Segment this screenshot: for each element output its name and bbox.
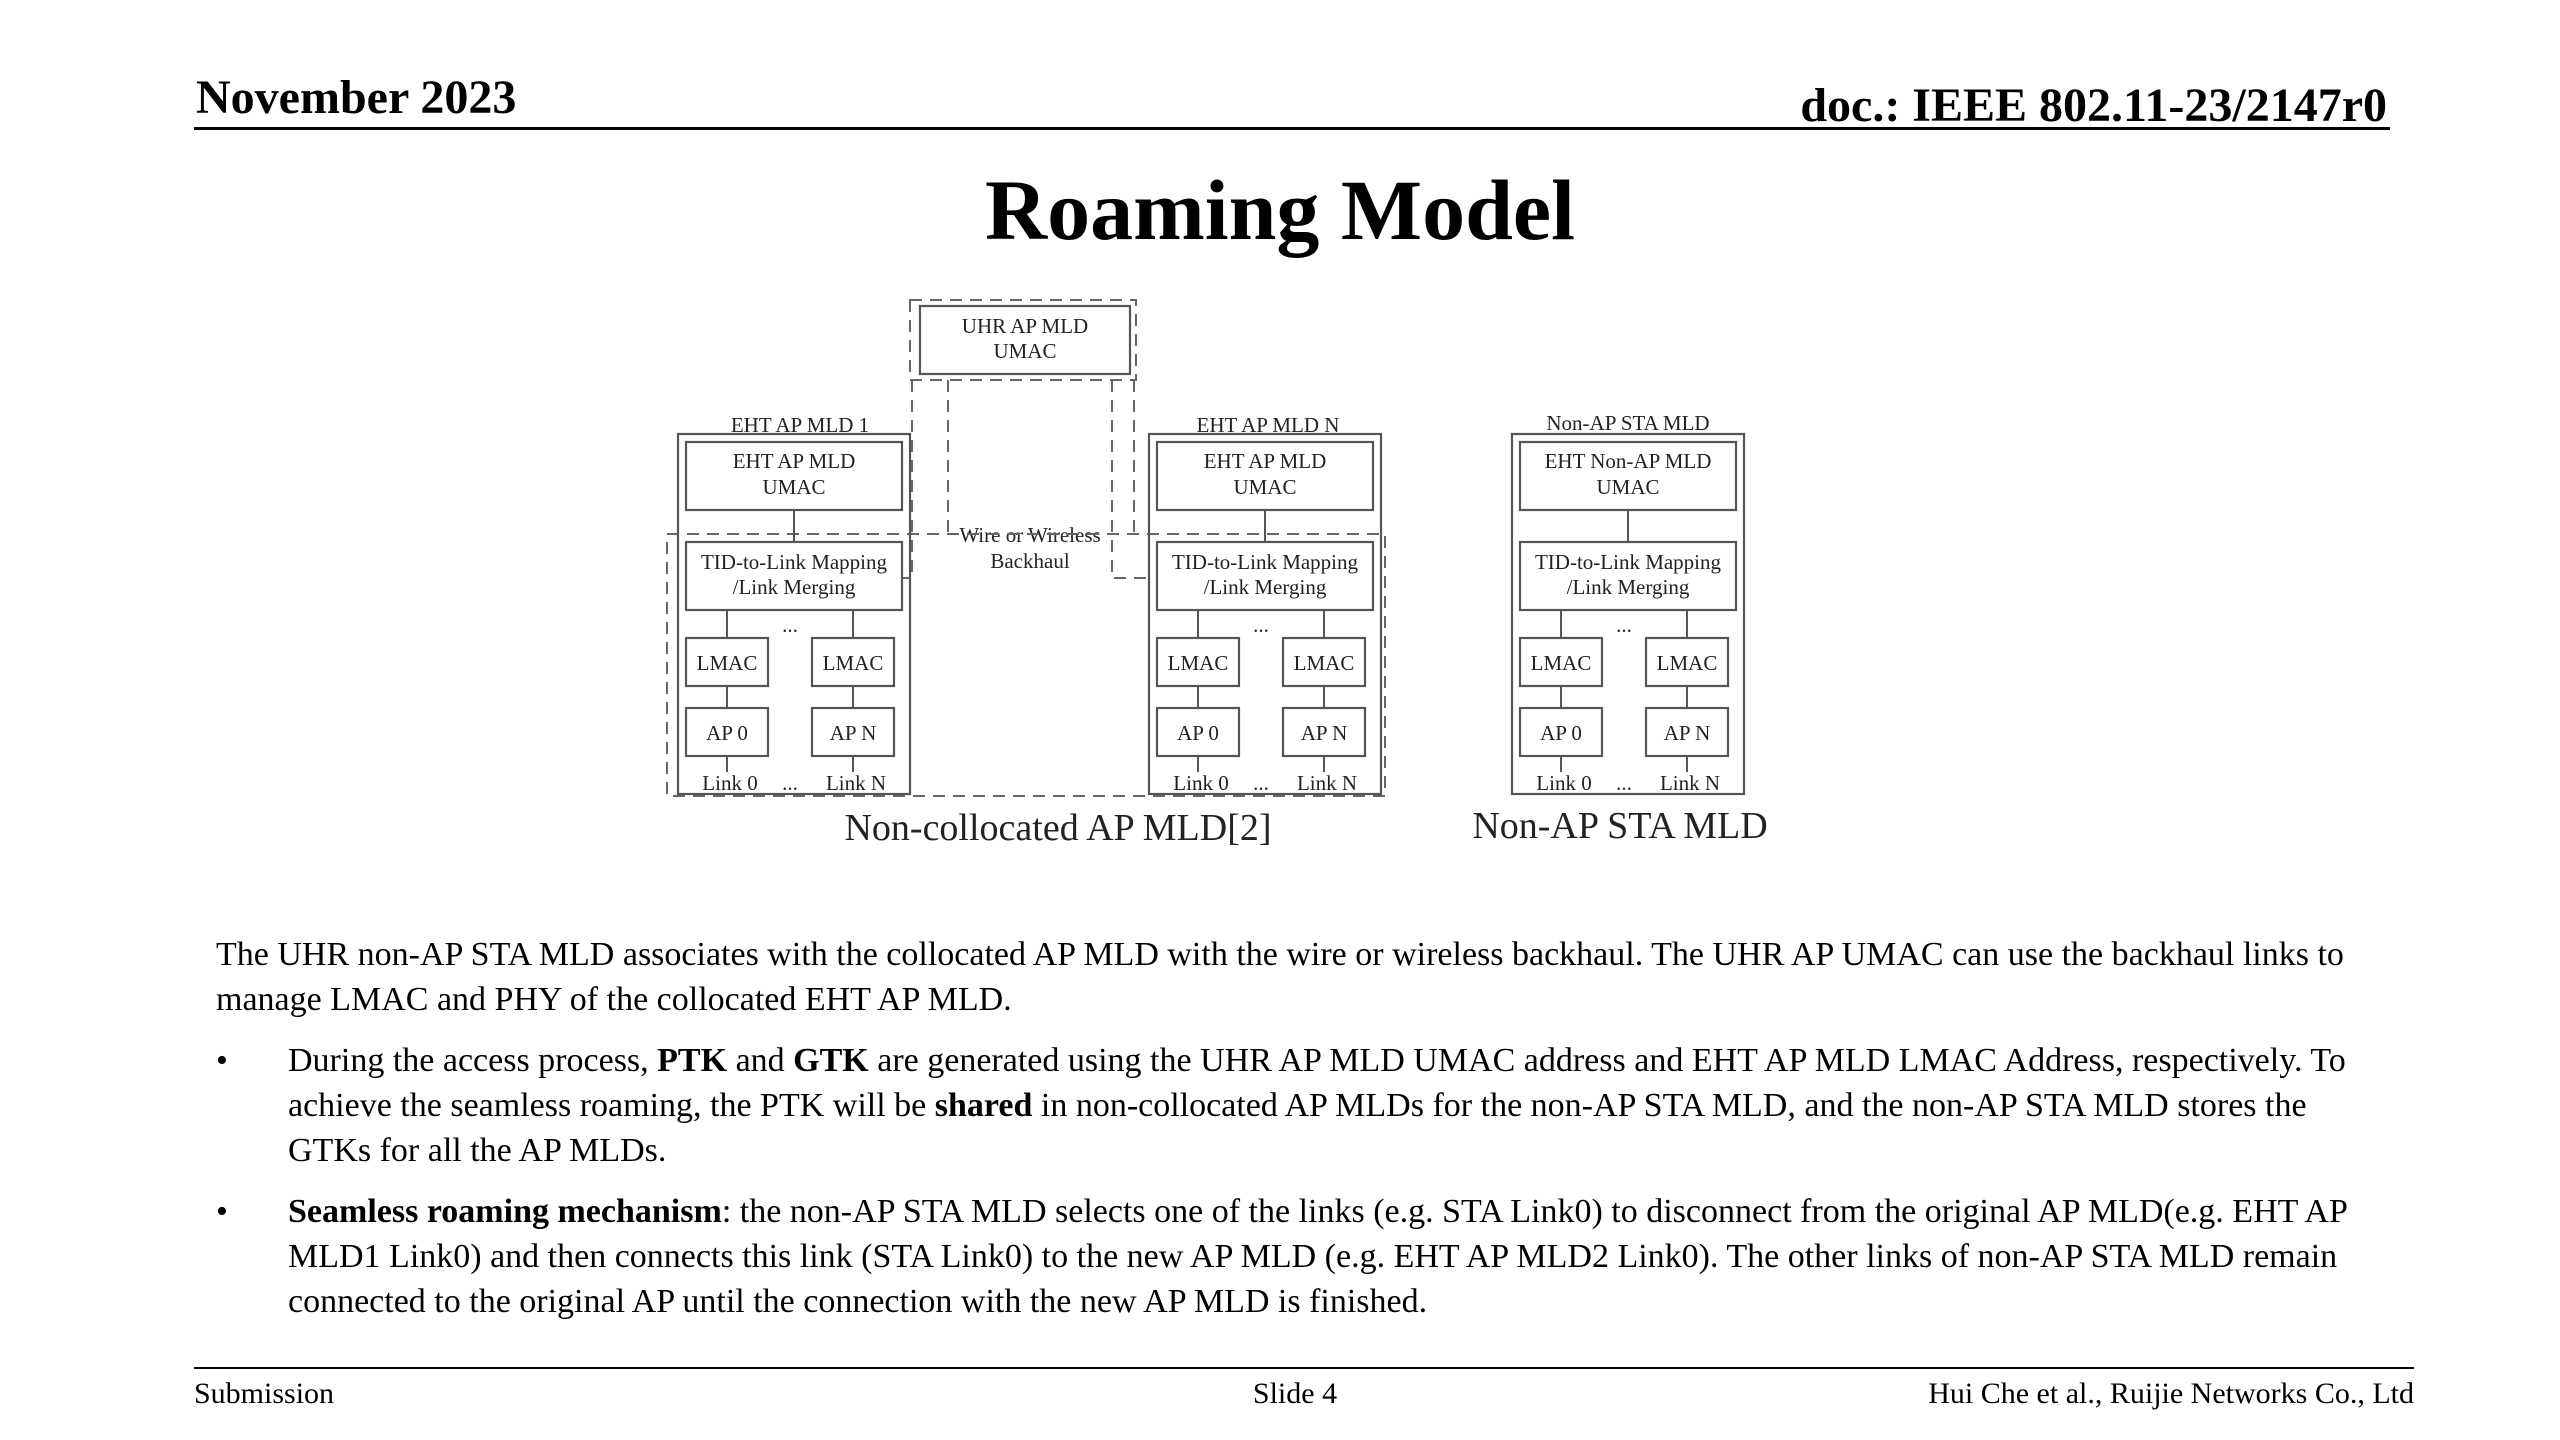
mld1-umac-line2: UMAC bbox=[762, 475, 825, 499]
body-text: The UHR non-AP STA MLD associates with t… bbox=[216, 932, 2356, 1340]
bullet1-text-c: are generated using the UHR AP MLD UMAC … bbox=[288, 1042, 2346, 1124]
mld1-umac-box bbox=[684, 440, 904, 512]
backhaul-label-line2: Backhaul bbox=[990, 549, 1069, 573]
non-collocated-dashed-frame bbox=[666, 533, 1386, 797]
bullet1-gtk: GTK bbox=[793, 1042, 869, 1079]
bullet1-text-b: and bbox=[727, 1042, 794, 1079]
intro-paragraph: The UHR non-AP STA MLD associates with t… bbox=[216, 936, 2344, 1018]
mld1-linkn-label: Link N bbox=[826, 771, 886, 795]
bullet1-text-d: in non-collocated AP MLDs for the non-AP… bbox=[288, 1087, 2307, 1169]
mldn-lmac0-box bbox=[1155, 636, 1241, 688]
mld1-ap0-label: AP 0 bbox=[706, 721, 748, 745]
roaming-model-diagram: UHR AP MLD UMAC Wire or Wireless Backhau… bbox=[666, 299, 1768, 849]
mldn-umac-line1: EHT AP MLD bbox=[1204, 449, 1327, 473]
bullet2-text: : the non-AP STA MLD selects one of the … bbox=[288, 1193, 2347, 1320]
mld1-tid-line1: TID-to-Link Mapping bbox=[701, 550, 888, 574]
sta-tid-line1: TID-to-Link Mapping bbox=[1535, 550, 1722, 574]
sta-link0-label: Link 0 bbox=[1536, 771, 1591, 795]
uhr-umac-dashed-frame bbox=[909, 299, 1137, 381]
sta-linkn-label: Link N bbox=[1660, 771, 1720, 795]
mldn-link0-label: Link 0 bbox=[1173, 771, 1228, 795]
bullet-item-seamless: • Seamless roaming mechanism: the non-AP… bbox=[216, 1189, 2356, 1324]
mld1-lmac0-label: LMAC bbox=[697, 651, 758, 675]
bullet-list: • During the access process, PTK and GTK… bbox=[216, 1038, 2356, 1324]
mldn-frame bbox=[1147, 432, 1383, 796]
mldn-tid-box bbox=[1155, 540, 1375, 612]
mldn-linkn-label: Link N bbox=[1297, 771, 1357, 795]
mld1-link0-label: Link 0 bbox=[702, 771, 757, 795]
mld1-umac-line1: EHT AP MLD bbox=[733, 449, 856, 473]
mldn-apn-box bbox=[1281, 706, 1367, 758]
header-date: November 2023 bbox=[196, 71, 517, 124]
uhr-umac-line1: UHR AP MLD bbox=[962, 314, 1088, 338]
mld1-lmacn-label: LMAC bbox=[823, 651, 884, 675]
mld1-apn-box bbox=[810, 706, 896, 758]
sta-lmac0-label: LMAC bbox=[1531, 651, 1592, 675]
sta-dots-lower: ... bbox=[1616, 771, 1632, 795]
bullet1-text-a: During the access process, bbox=[288, 1042, 658, 1079]
footer-author: Hui Che et al., Ruijie Networks Co., Ltd bbox=[1928, 1377, 2414, 1410]
caption-non-collocated: Non-collocated AP MLD[2] bbox=[844, 807, 1271, 849]
mldn-lmac0-label: LMAC bbox=[1168, 651, 1229, 675]
mld1-dots-upper: ... bbox=[782, 613, 798, 637]
mld1-dots-lower: ... bbox=[782, 771, 798, 795]
mldn-apn-label: AP N bbox=[1301, 721, 1347, 745]
mld1-frame bbox=[676, 432, 912, 796]
mldn-umac-line2: UMAC bbox=[1233, 475, 1296, 499]
sta-umac-line1: EHT Non-AP MLD bbox=[1545, 449, 1712, 473]
sta-lmacn-box bbox=[1644, 636, 1730, 688]
sta-tid-line2: /Link Merging bbox=[1567, 575, 1690, 599]
sta-apn-label: AP N bbox=[1664, 721, 1710, 745]
mld1-tid-box bbox=[684, 540, 904, 612]
bullet1-ptk: PTK bbox=[657, 1042, 728, 1079]
header-doc-id: doc.: IEEE 802.11-23/2147r0 bbox=[1800, 79, 2387, 132]
sta-ap0-label: AP 0 bbox=[1540, 721, 1582, 745]
sta-umac-line2: UMAC bbox=[1596, 475, 1659, 499]
bullet-item-ptk: • During the access process, PTK and GTK… bbox=[216, 1038, 2356, 1173]
slide-title: Roaming Model bbox=[984, 162, 1576, 258]
mld1-ap0-box bbox=[684, 706, 770, 758]
mldn-ap0-label: AP 0 bbox=[1177, 721, 1219, 745]
mld1-lmac0-box bbox=[684, 636, 770, 688]
uhr-umac-box bbox=[918, 304, 1132, 376]
header-rule bbox=[194, 127, 2390, 130]
footer-submission: Submission bbox=[194, 1377, 335, 1410]
bullet-marker: • bbox=[216, 1193, 228, 1230]
sta-dots-upper: ... bbox=[1616, 613, 1632, 637]
backhaul-right-path bbox=[1111, 380, 1150, 579]
sta-umac-box bbox=[1518, 440, 1738, 512]
sta-frame bbox=[1510, 432, 1746, 796]
mld1-apn-label: AP N bbox=[830, 721, 876, 745]
caption-sta-mld: Non-AP STA MLD bbox=[1472, 805, 1767, 847]
footer-slide-number: Slide 4 bbox=[1252, 1377, 1338, 1410]
backhaul-left-path bbox=[900, 380, 913, 579]
mldn-tid-line1: TID-to-Link Mapping bbox=[1172, 550, 1359, 574]
mldn-dots-lower: ... bbox=[1253, 771, 1269, 795]
bullet1-shared: shared bbox=[934, 1087, 1033, 1124]
mldn-tid-line2: /Link Merging bbox=[1204, 575, 1327, 599]
mldn-lmacn-box bbox=[1281, 636, 1367, 688]
bullet2-heading: Seamless roaming mechanism bbox=[288, 1193, 722, 1230]
mldn-dots-upper: ... bbox=[1253, 613, 1269, 637]
footer-rule bbox=[194, 1367, 2414, 1369]
uhr-umac-line2: UMAC bbox=[993, 339, 1056, 363]
mldn-umac-box bbox=[1155, 440, 1375, 512]
sta-lmacn-label: LMAC bbox=[1657, 651, 1718, 675]
sta-tid-box bbox=[1518, 540, 1738, 612]
mldn-lmacn-label: LMAC bbox=[1294, 651, 1355, 675]
sta-label: Non-AP STA MLD bbox=[1546, 411, 1709, 435]
bullet-marker: • bbox=[216, 1042, 228, 1079]
mld1-tid-line2: /Link Merging bbox=[733, 575, 856, 599]
